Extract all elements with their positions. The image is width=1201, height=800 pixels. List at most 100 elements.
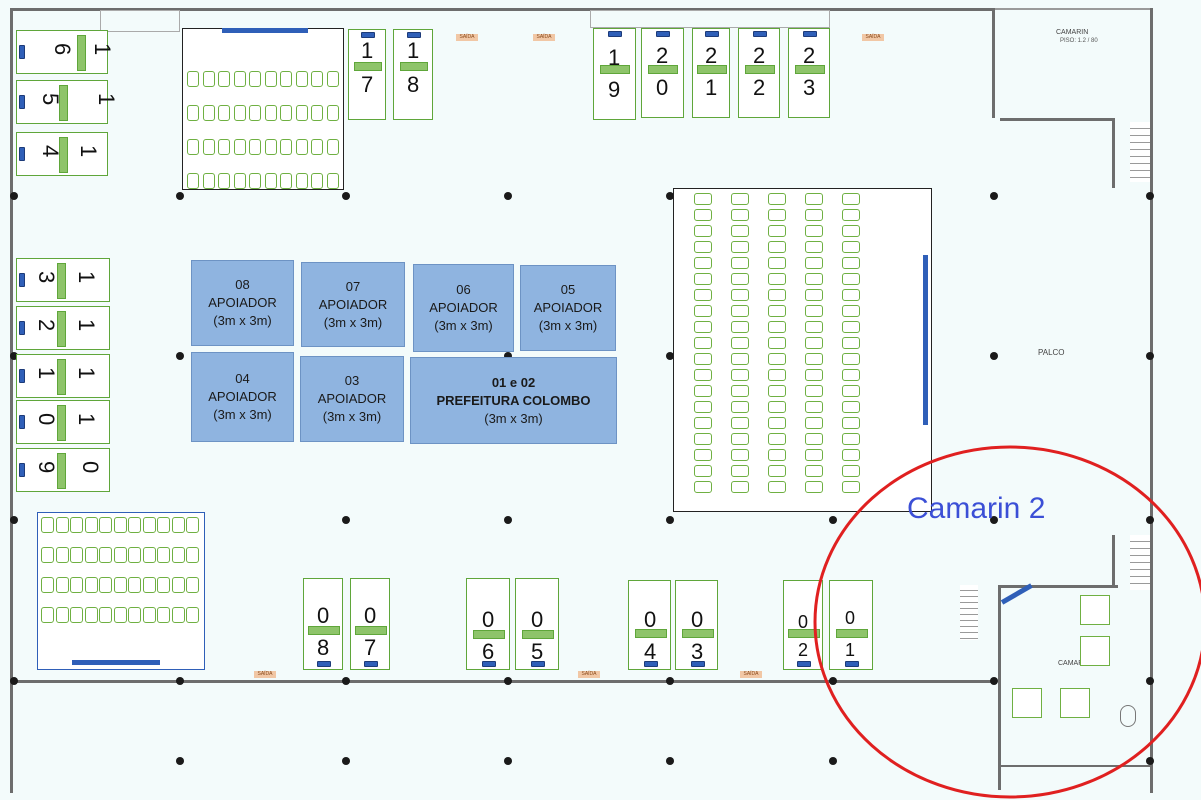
seat [694, 385, 712, 397]
wall-bottom-ext [1000, 765, 1150, 767]
booth-counter [682, 629, 714, 638]
stand-03[interactable]: 03 APOIADOR (3m x 3m) [300, 356, 404, 442]
seat [805, 193, 823, 205]
column [990, 192, 998, 200]
booth-digit: 7 [364, 635, 377, 660]
seat [295, 71, 308, 87]
seat [768, 353, 786, 365]
booth-connector [482, 661, 496, 667]
seat [70, 607, 83, 623]
seat [731, 465, 749, 477]
seat [731, 257, 749, 269]
seat [731, 481, 749, 493]
stand-04[interactable]: 04 APOIADOR (3m x 3m) [191, 352, 294, 442]
column [10, 677, 18, 685]
booth-09[interactable]: 9 0 [16, 448, 110, 492]
booth-05[interactable]: 0 5 [515, 578, 559, 670]
stand-label: APOIADOR [533, 300, 603, 315]
stand-number: 03 [344, 373, 360, 388]
wall-camarin1-side [1112, 118, 1115, 188]
booth-counter [697, 65, 727, 74]
booth-digit: 2 [753, 75, 766, 100]
stand-number: 07 [345, 278, 361, 294]
seat [842, 417, 860, 429]
booth-07[interactable]: 0 7 [350, 578, 390, 670]
seat [842, 369, 860, 381]
seat [233, 139, 246, 155]
seat [694, 449, 712, 461]
booth-04[interactable]: 0 4 [628, 580, 671, 670]
seat [694, 209, 712, 221]
stand-06[interactable]: 06 APOIADOR (3m x 3m) [413, 264, 514, 352]
booth-11[interactable]: 1 1 [16, 354, 110, 398]
seat [264, 139, 277, 155]
seat [84, 517, 98, 533]
seat [202, 173, 215, 189]
booth-13[interactable]: 3 1 [16, 258, 110, 302]
booth-01[interactable]: 0 1 [829, 580, 873, 670]
booth-23[interactable]: 2 3 [788, 28, 830, 118]
booth-connector [19, 415, 25, 429]
stand-number: 01 e 02 [491, 374, 536, 390]
seat [157, 577, 170, 593]
stand-05[interactable]: 05 APOIADOR (3m x 3m) [520, 265, 616, 351]
booth-14[interactable]: 4 1 [16, 132, 108, 176]
column [342, 192, 350, 200]
column [829, 516, 837, 524]
seating-block-audience [673, 188, 932, 512]
booth-10[interactable]: 0 1 [16, 400, 110, 444]
booth-digit: 0 [845, 608, 856, 628]
booth-digit: 1 [94, 93, 119, 106]
booth-06[interactable]: 0 6 [466, 578, 510, 670]
seat [187, 139, 199, 155]
booth-19[interactable]: 1 9 [593, 28, 636, 120]
booth-21[interactable]: 2 1 [692, 28, 730, 118]
wall-bottom [10, 680, 995, 683]
booth-22[interactable]: 2 2 [738, 28, 780, 118]
stand-label: APOIADOR [208, 295, 277, 310]
booth-connector [364, 661, 378, 667]
stand-number: 04 [235, 371, 250, 386]
booth-08[interactable]: 0 8 [303, 578, 343, 670]
booth-15[interactable]: 5 1 [16, 80, 119, 124]
dressing-table [1012, 688, 1042, 718]
seat [187, 173, 199, 189]
seat [768, 289, 786, 301]
seat [218, 105, 230, 121]
booth-18[interactable]: 1 8 [393, 29, 433, 120]
seat [768, 209, 786, 221]
seat [731, 353, 749, 365]
stand-number: 05 [560, 282, 576, 297]
seat [264, 173, 277, 189]
seat [70, 547, 83, 563]
booth-16[interactable]: 6 1 [16, 30, 115, 74]
booth-17[interactable]: 1 7 [348, 29, 386, 120]
toilet-icon [1120, 705, 1136, 727]
column [176, 192, 184, 200]
seat [186, 517, 199, 533]
stand-01-02[interactable]: 01 e 02 PREFEITURA COLOMBO (3m x 3m) [410, 357, 617, 444]
stand-size: (3m x 3m) [538, 318, 598, 333]
seat [326, 173, 339, 189]
seat [142, 607, 156, 623]
exit-marker: SAÍDA [254, 671, 276, 678]
booth-counter [354, 62, 382, 71]
seat [113, 577, 127, 593]
seat [842, 337, 860, 349]
seat [768, 385, 786, 397]
booth-12[interactable]: 2 1 [16, 306, 110, 350]
seat [694, 321, 712, 333]
stand-07[interactable]: 07 APOIADOR (3m x 3m) [301, 262, 405, 347]
booth-03[interactable]: 0 3 [675, 580, 718, 670]
seat [842, 433, 860, 445]
stand-08[interactable]: 08 APOIADOR (3m x 3m) [191, 260, 294, 346]
booth-20[interactable]: 2 0 [641, 28, 684, 118]
seat [805, 241, 823, 253]
seat [113, 547, 127, 563]
seat [311, 139, 323, 155]
stairs-mid [960, 585, 978, 640]
seat [694, 369, 712, 381]
seat [805, 465, 823, 477]
